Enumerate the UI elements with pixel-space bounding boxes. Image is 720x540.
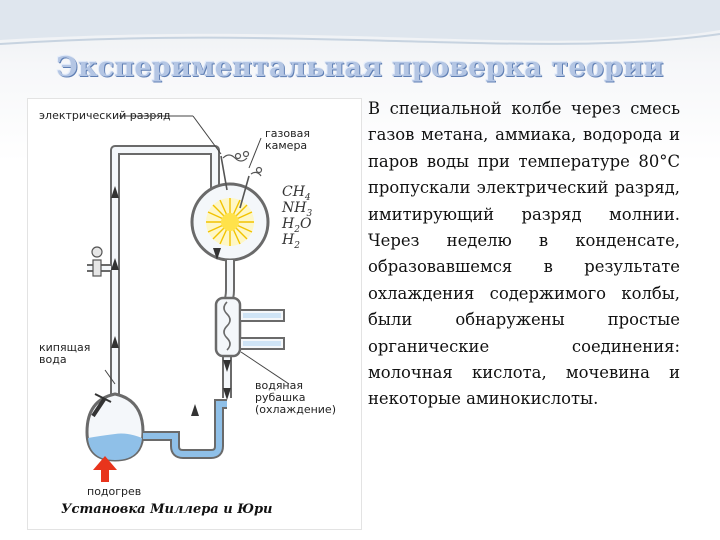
label-gas-chamber-2: камера <box>265 139 308 152</box>
figure-caption: Установка Миллера и Юри <box>61 502 273 517</box>
header-swoosh <box>0 0 720 45</box>
miller-urey-diagram: электрический разряд газовая камера CH4 … <box>27 98 362 530</box>
label-water-jacket-2: рубашка <box>255 391 306 404</box>
formula-hydrogen: H2 <box>282 232 300 251</box>
apparatus-drawing <box>27 98 362 530</box>
label-electric-discharge: электрический разряд <box>39 109 171 122</box>
flow-arrows <box>111 186 231 416</box>
label-gas-chamber-1: газовая <box>265 127 310 140</box>
heat-arrow-icon <box>93 456 117 482</box>
formula-ammonia: NH3 <box>282 200 313 219</box>
body-paragraph: В специальной колбе через смесь газов ме… <box>368 99 680 409</box>
formula-water: H2O <box>282 216 312 235</box>
label-water-jacket-3: (охлаждение) <box>255 403 336 416</box>
label-boiling-water-1: кипящая <box>39 341 91 354</box>
label-heating: подогрев <box>87 485 142 498</box>
label-boiling-water-2: вода <box>39 353 67 366</box>
formula-methane: CH4 <box>282 184 311 203</box>
label-water-jacket-1: водяная <box>255 379 303 392</box>
slide-title: Экспериментальная проверка теории <box>56 52 664 83</box>
